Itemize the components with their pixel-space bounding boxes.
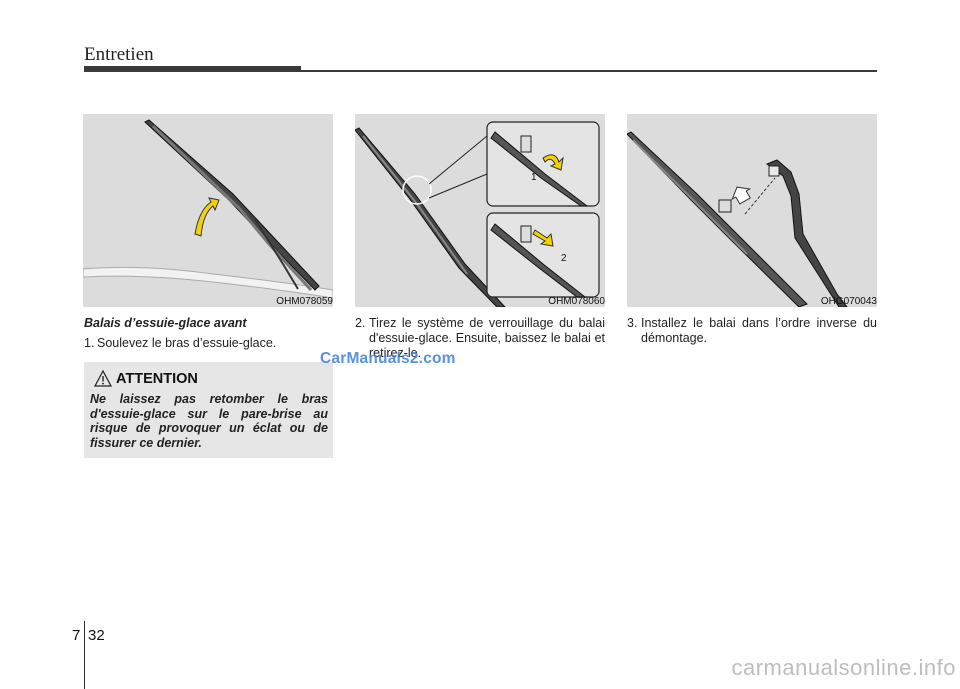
wiper-arm-lifted-illustration <box>83 119 333 299</box>
callout-1: 1 <box>531 172 537 183</box>
step-1: 1. Soulevez le bras d’essuie-glace. <box>84 336 334 351</box>
header-rule-thin <box>301 70 877 72</box>
figure-code: OHG070043 <box>820 296 877 307</box>
section-title: Entretien <box>84 44 154 65</box>
figure-release-lock: 1 2 OHM078060 <box>355 114 605 307</box>
header-rule-thick <box>84 66 301 72</box>
step-text: Tirez le système de verrouillage du bala… <box>369 316 605 360</box>
step-text: Installez le balai dans l’ordre inverse … <box>641 316 877 345</box>
wiper-install-illustration <box>627 131 848 307</box>
footer-divider <box>84 621 85 689</box>
step-2: 2. Tirez le système de verrouillage du b… <box>355 316 605 361</box>
figure-install-blade: OHG070043 <box>627 114 877 307</box>
step-number: 1. <box>84 336 95 350</box>
wiper-lock-illustration: 1 2 <box>355 121 600 307</box>
attention-box: ATTENTION Ne laissez pas retomber le bra… <box>84 362 333 458</box>
attention-title: ATTENTION <box>116 371 198 387</box>
warning-triangle-icon <box>94 370 112 387</box>
attention-text: Ne laissez pas retomber le bras d'essuie… <box>90 392 328 450</box>
figure-code: OHM078060 <box>548 296 605 307</box>
figure-code: OHM078059 <box>276 296 333 307</box>
step-number: 3. <box>627 316 638 330</box>
step-3: 3. Installez le balai dans l’ordre inver… <box>627 316 877 346</box>
subheading-front-wiper-blades: Balais d’essuie-glace avant <box>84 316 247 330</box>
column-middle: 2. Tirez le système de verrouillage du b… <box>355 316 605 361</box>
chapter-number: 7 <box>72 627 81 644</box>
page-number: 32 <box>88 627 105 644</box>
figure-lift-wiper-arm: OHM078059 <box>83 114 333 307</box>
step-text: Soulevez le bras d’essuie-glace. <box>97 336 277 350</box>
column-right: 3. Installez le balai dans l’ordre inver… <box>627 316 877 346</box>
site-watermark: carmanualsonline.info <box>731 655 956 680</box>
watermark-carmanuals: CarManuals2.com <box>320 350 456 367</box>
callout-2: 2 <box>561 253 567 264</box>
column-left: Balais d’essuie-glace avant 1. Soulevez … <box>84 316 334 351</box>
step-number: 2. <box>355 316 366 330</box>
